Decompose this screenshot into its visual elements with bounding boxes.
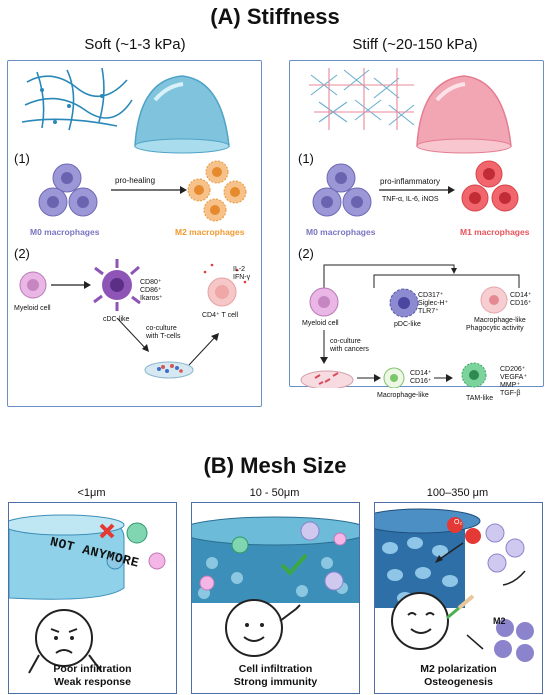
soft-m0-label: M0 macrophages [30, 227, 100, 237]
soft-myeloid-label: Myeloid cell [14, 305, 51, 312]
cd4-label: CD4⁺ T cell [202, 312, 239, 319]
mesh-medium-line1: Cell infiltration [238, 663, 313, 675]
tam-marker-1: CD206⁺ [500, 366, 526, 373]
happy-face-character [225, 599, 301, 657]
cdc-marker-1: CD80⁺ [140, 279, 162, 286]
stiff-step2-label: (2) [298, 246, 314, 261]
mesh-small-line1: Poor infiltration [53, 663, 132, 675]
coculture-dish [144, 361, 194, 379]
section-b-title: (B) Mesh Size [203, 453, 347, 478]
soft-arrow-label: pro-healing [115, 176, 156, 185]
tam-label: TAM-like [466, 395, 494, 402]
mesh-size-2: 10 - 50μm [249, 487, 300, 499]
sad-face-character [28, 609, 102, 674]
mesh-panel-small-art [9, 514, 166, 674]
stiff-coculture-1: co-culture [330, 338, 361, 345]
stiff-myeloid-label: Myeloid cell [302, 320, 339, 327]
stiff-arrow-sub: TNF-α, IL-6, iNOS [382, 196, 439, 203]
mac2-label: Macrophage-like [377, 392, 429, 399]
mesh-panel-medium-art [192, 516, 359, 657]
pdc-label: pDC-like [394, 321, 421, 328]
stiff-gel-dome [416, 75, 512, 147]
mesh-size-3: 100–350 μm [426, 487, 489, 499]
mesh-small-line2: Weak response [54, 676, 131, 688]
stiff-arrow-label: pro-inflammatory [380, 177, 441, 186]
mesh-panel-small: NOT ANYMORE Poor infiltration Weak respo… [8, 502, 177, 694]
stiff-crosslinked-network [310, 69, 415, 126]
cdc-like-cell [93, 259, 141, 311]
tam-marker-3: MMP⁺ [500, 382, 521, 389]
soft-step2-label: (2) [14, 246, 30, 261]
cdc-marker-2: CD86⁺ [140, 287, 162, 294]
tam-marker-2: VEGFA⁺ [500, 374, 528, 381]
cytokine-1: IL-2 [233, 266, 246, 273]
pdc-marker-1: CD317⁺ [418, 292, 444, 299]
cdc-label: cDC-like [103, 316, 130, 323]
mac-marker-2: CD16⁺ [510, 300, 532, 307]
stiff-m1-cells [461, 160, 519, 212]
macrophage-like-cell [480, 286, 508, 314]
mac-marker-1: CD14⁺ [510, 292, 532, 299]
mesh-panel-large-art [375, 508, 534, 662]
tam-marker-4: TGF-β [500, 390, 521, 397]
tam-like-cell [461, 362, 487, 388]
soft-fiber-network [21, 67, 133, 131]
stiff-m0-cells [312, 163, 372, 217]
mesh-panel-large: O₂ M2 M2 polarization Osteogenesis [374, 502, 543, 694]
soft-m2-cells [187, 160, 247, 222]
mesh-panel-medium: Cell infiltration Strong immunity [191, 502, 360, 694]
pdc-marker-3: TLR7⁺ [418, 308, 439, 315]
stiff-illustration [300, 68, 520, 388]
mac-label-1: Macrophage-like [474, 317, 526, 324]
soft-m0-cells [38, 163, 98, 217]
mac2-marker-1: CD14⁺ [410, 370, 432, 377]
soft-gel-dome [134, 75, 230, 147]
m2-label: M2 [493, 616, 506, 626]
soft-coculture-2: with T-cells [146, 333, 181, 340]
mesh-medium-line2: Strong immunity [233, 676, 318, 688]
soft-illustration [19, 67, 247, 379]
stiff-m1-label: M1 macrophages [460, 227, 530, 237]
stiff-step1-label: (1) [298, 151, 314, 166]
mac2-marker-2: CD16⁺ [410, 378, 432, 385]
mac-label-2: Phagocytic activity [466, 325, 524, 332]
soft-heading: Soft (~1-3 kPa) [84, 36, 186, 53]
pdc-like-cell [389, 288, 419, 318]
m2-macrophage-cluster [494, 619, 534, 662]
stiff-heading: Stiff (~20-150 kPa) [352, 36, 478, 53]
mesh-large-line2: Osteogenesis [424, 676, 493, 688]
cytokine-2: IFN-γ [233, 274, 251, 281]
pdc-marker-2: Siglec-H⁺ [418, 300, 449, 307]
soft-coculture-1: co-culture [146, 325, 177, 332]
cancer-dish [300, 370, 354, 388]
soft-m2-label: M2 macrophages [175, 227, 245, 237]
soft-step1-label: (1) [14, 151, 30, 166]
o2-bubble: O₂ [454, 519, 463, 526]
mesh-size-1: <1μm [77, 487, 106, 499]
stiff-m0-label: M0 macrophages [306, 227, 376, 237]
stiff-coculture-2: with cancers [330, 346, 369, 353]
calm-face-character [391, 592, 449, 650]
cdc-marker-3: Ikaros⁺ [140, 295, 163, 302]
mesh-large-line1: M2 polarization [420, 663, 497, 675]
section-a-title: (A) Stiffness [210, 4, 340, 29]
